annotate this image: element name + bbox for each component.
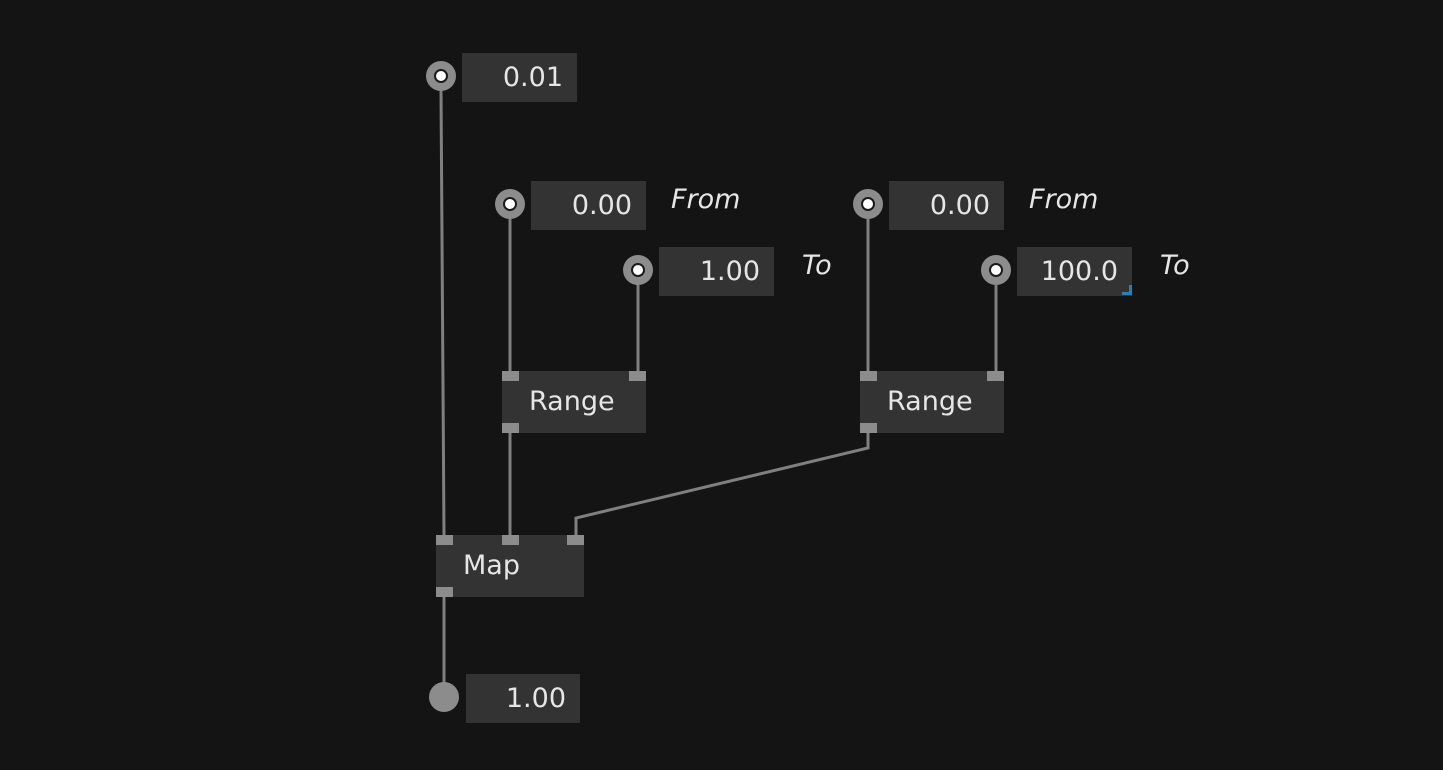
range2-to-value[interactable]: 100.0 xyxy=(1017,247,1132,296)
map-input-source-range-port[interactable] xyxy=(502,535,519,545)
wire-range2-to-map[interactable] xyxy=(574,433,870,535)
map-input-value-port[interactable] xyxy=(436,535,453,545)
range2-from-value[interactable]: 0.00 xyxy=(889,181,1004,230)
pin-dot-icon xyxy=(434,69,448,83)
range1-input-from-port[interactable] xyxy=(502,371,519,381)
range1-input-to-port[interactable] xyxy=(629,371,646,381)
range1-to-pin[interactable] xyxy=(623,255,653,285)
map-node[interactable]: Map xyxy=(436,535,584,597)
range2-input-to-port[interactable] xyxy=(987,371,1004,381)
pin-dot-icon xyxy=(989,263,1003,277)
range1-output-port[interactable] xyxy=(502,423,519,433)
iobox-output-pin[interactable] xyxy=(429,682,459,712)
range2-from-pin[interactable] xyxy=(853,189,883,219)
range-node-2-label: Range xyxy=(887,386,973,417)
range1-from-pin[interactable] xyxy=(495,189,525,219)
range2-output-port[interactable] xyxy=(860,423,877,433)
pin-dot-icon xyxy=(631,263,645,277)
range1-to-value[interactable]: 1.00 xyxy=(659,247,774,296)
map-node-label: Map xyxy=(463,550,520,581)
range2-from-label: From xyxy=(1029,184,1099,215)
pin-dot-icon xyxy=(861,197,875,211)
iobox-output-value[interactable]: 1.00 xyxy=(466,674,580,723)
range1-from-value[interactable]: 0.00 xyxy=(531,181,646,230)
iobox-top-pin[interactable] xyxy=(426,61,456,91)
range-node-2[interactable]: Range xyxy=(860,371,1004,433)
iobox-top-value[interactable]: 0.01 xyxy=(462,53,577,102)
range2-to-pin[interactable] xyxy=(981,255,1011,285)
wire-top-to-map[interactable] xyxy=(439,89,446,536)
range1-to-label: To xyxy=(802,250,832,281)
range2-input-from-port[interactable] xyxy=(860,371,877,381)
resize-handle-icon[interactable] xyxy=(1122,285,1132,295)
pin-dot-icon xyxy=(503,197,517,211)
range1-from-label: From xyxy=(671,184,741,215)
range-node-1[interactable]: Range xyxy=(502,371,646,433)
range2-to-label: To xyxy=(1160,250,1190,281)
map-output-port[interactable] xyxy=(436,587,453,597)
range-node-1-label: Range xyxy=(529,386,615,417)
map-input-dest-range-port[interactable] xyxy=(567,535,584,545)
